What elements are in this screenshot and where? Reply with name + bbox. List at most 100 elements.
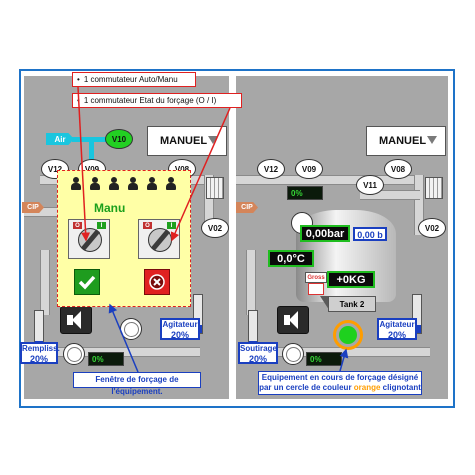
- switch-off-tag: O: [143, 222, 152, 229]
- valve-v02-left[interactable]: V02: [201, 218, 229, 238]
- valve-label: V02: [207, 223, 223, 233]
- confirm-button[interactable]: [74, 269, 100, 295]
- valve-v11[interactable]: V11: [356, 175, 384, 195]
- weight-scale-icon: [308, 283, 324, 295]
- valve-label: V11: [363, 180, 377, 190]
- user-icon: [146, 177, 158, 191]
- valve-label: V08: [390, 164, 406, 174]
- cip-tag-right: CIP: [236, 202, 258, 213]
- chevron-down-icon: [208, 136, 218, 144]
- agitateur-right-fill: [413, 325, 421, 333]
- valve-v09-right[interactable]: V09: [295, 159, 323, 179]
- pump-left-a[interactable]: [63, 343, 85, 365]
- cip-label: CIP: [241, 204, 253, 211]
- remplissage-box[interactable]: Rempliss.20%: [20, 342, 60, 364]
- agitateur-label: Agitateur: [162, 320, 198, 329]
- force-state-switch[interactable]: O I: [138, 219, 180, 259]
- right-main-pipe: [236, 175, 414, 185]
- remplissage-value: 20%: [29, 354, 48, 364]
- gross-label: Gross: [305, 272, 327, 283]
- valve-v08-right[interactable]: V08: [384, 159, 412, 179]
- right-top-gauge: 0%: [287, 186, 323, 200]
- cip-label: CIP: [27, 204, 39, 211]
- callout-force-state-text: 1 commutateur Etat du forçage (O / I): [83, 96, 217, 105]
- right-return-pipe: [360, 190, 420, 200]
- left-fill-pipe: [40, 250, 50, 315]
- switch-off-tag: O: [73, 222, 82, 229]
- soutirage-label: Soutirage: [240, 344, 277, 353]
- left-bottom-gauge: 0%: [88, 352, 124, 366]
- valve-v12-right[interactable]: V12: [257, 159, 285, 179]
- temperature-readout: 0,0°C: [268, 250, 314, 267]
- pressure-value: 0,00bar: [305, 227, 345, 240]
- gauge-value: 0%: [291, 188, 303, 198]
- agitateur-label: Agitateur: [379, 320, 415, 329]
- force-mode-title: Manu: [94, 201, 126, 215]
- forced-equipment-indicator[interactable]: [333, 320, 363, 350]
- close-icon: [149, 274, 165, 290]
- speaker-icon[interactable]: [60, 306, 92, 334]
- valve-v10-label: V10: [111, 134, 127, 144]
- check-icon: [78, 275, 96, 290]
- right-bottom-gauge: 0%: [306, 352, 342, 366]
- tank-name-value: Tank 2: [339, 299, 365, 309]
- pressure-readout: 0,00bar: [300, 225, 350, 242]
- air-pipe-down: [89, 142, 94, 164]
- valve-label: V12: [263, 164, 279, 174]
- switch-on-tag: I: [97, 222, 106, 229]
- callout-force-state: 1 commutateur Etat du forçage (O / I): [72, 93, 242, 108]
- valve-v10[interactable]: V10: [105, 129, 133, 149]
- force-window: Manu O I O I: [57, 170, 191, 307]
- remplissage-label: Rempliss.: [22, 344, 60, 353]
- switch-knob-icon: [78, 228, 102, 252]
- right-drain-pipe: [246, 250, 256, 315]
- pump-left-b[interactable]: [120, 318, 142, 340]
- user-icon: [165, 177, 177, 191]
- temperature-value: 0,0°C: [277, 252, 305, 265]
- air-pipe: [72, 137, 112, 142]
- soutirage-value: 20%: [248, 354, 267, 364]
- valve-label: V12: [47, 164, 63, 174]
- valve-v02-right[interactable]: V02: [418, 218, 446, 238]
- speaker-icon-right[interactable]: [277, 306, 309, 334]
- callout-blink-text-1: Equipement en cours de forçage désigné p…: [259, 373, 419, 392]
- gauge-value: 0%: [310, 354, 322, 364]
- right-valve-actuator: [425, 177, 443, 199]
- gauge-value: 0%: [92, 354, 104, 364]
- user-icon: [127, 177, 139, 191]
- switch-knob-icon: [148, 228, 172, 252]
- agitator-status-icon: [339, 326, 357, 344]
- chevron-down-icon: [427, 136, 437, 144]
- callout-blink: Equipement en cours de forçage désigné p…: [258, 371, 422, 395]
- air-label: Air: [54, 134, 66, 144]
- callout-force-window: Fenêtre de forçage de l'équipement.: [73, 372, 201, 396]
- user-icon: [89, 177, 101, 191]
- valve-label: V09: [84, 164, 100, 174]
- callout-force-window-text: Fenêtre de forçage de l'équipement.: [95, 375, 179, 396]
- user-icon: [70, 177, 82, 191]
- weight-readout: +0KG: [327, 271, 375, 288]
- user-icon: [108, 177, 120, 191]
- callout-blink-text-2: clignotant: [380, 383, 421, 392]
- pump-right-a[interactable]: [282, 343, 304, 365]
- agitateur-slider-right[interactable]: [412, 294, 422, 334]
- right-side-pipe: [414, 175, 424, 235]
- tank-name: Tank 2: [328, 296, 376, 312]
- callout-auto-manu: 1 commutateur Auto/Manu: [72, 72, 196, 87]
- weight-value: +0KG: [336, 273, 366, 286]
- callout-blink-orange: orange: [353, 383, 381, 392]
- auto-manu-switch[interactable]: O I: [68, 219, 110, 259]
- switch-on-tag: I: [167, 222, 176, 229]
- mode-select-left[interactable]: MANUEL: [147, 126, 227, 156]
- pressure-setpoint[interactable]: 0,00 b: [353, 227, 387, 241]
- pressure-setpoint-value: 0,00 b: [357, 230, 383, 240]
- agitateur-value: 20%: [387, 330, 406, 340]
- left-valve-actuator: [206, 177, 224, 199]
- mode-select-left-label: MANUEL: [160, 135, 208, 147]
- cancel-button[interactable]: [144, 269, 170, 295]
- valve-label: V02: [424, 223, 440, 233]
- mode-select-right[interactable]: MANUEL: [366, 126, 446, 156]
